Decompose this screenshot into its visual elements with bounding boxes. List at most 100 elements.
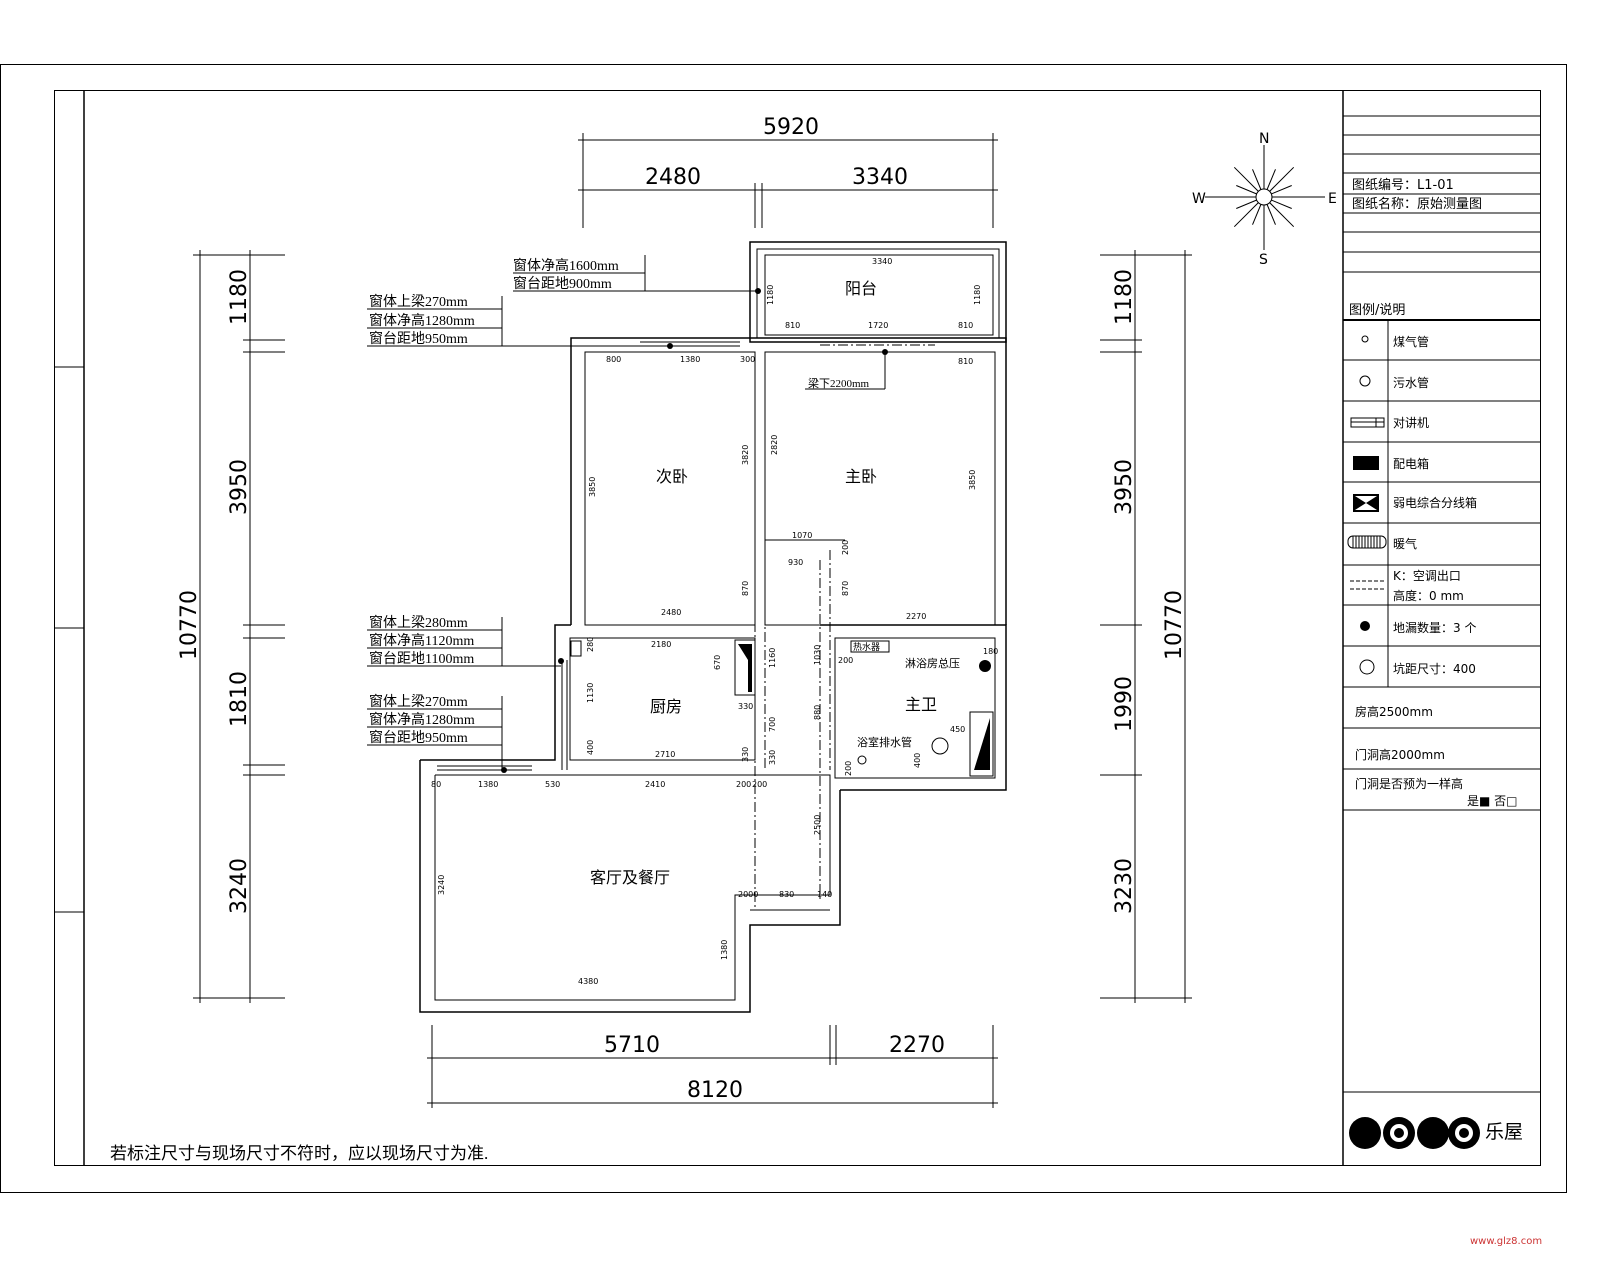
small-dim-label: 3850: [588, 477, 597, 497]
dim-right: 1990: [1112, 676, 1137, 732]
dim-top-total: 5920: [763, 115, 819, 140]
ac-outlet-icon: [1350, 580, 1384, 590]
small-dim-label: 1180: [973, 285, 982, 305]
small-dim-label: 80: [431, 780, 441, 789]
door-question: 门洞是否预为一样高: [1355, 776, 1463, 791]
dim-top-a: 2480: [645, 165, 701, 190]
small-dim-label: 810: [958, 321, 973, 330]
legend-label: 坑距尺寸：400: [1393, 661, 1476, 676]
walls: [419, 241, 1007, 1013]
small-dim-label: 930: [788, 558, 803, 567]
small-dim-label: 1130: [586, 683, 595, 703]
legend-label: 对讲机: [1393, 415, 1429, 430]
legend-label: 配电箱: [1393, 456, 1429, 471]
room-second-bedroom: 次卧: [656, 467, 688, 486]
small-dim-label: 140: [817, 890, 832, 899]
small-dim-label: 3240: [437, 875, 446, 895]
small-dim-label: 450: [950, 725, 965, 734]
bath-note: 热水器: [853, 641, 880, 653]
room-master-bath: 主卫: [905, 695, 937, 714]
window-annotations: 窗体净高1600mm 窗台距地900mm 窗体上梁270mm 窗体净高1280m…: [367, 255, 960, 770]
bath-note: 浴室排水管: [857, 735, 912, 749]
dim-bottom-total: 8120: [687, 1078, 743, 1103]
drawing-number: 图纸编号：L1-01: [1352, 178, 1454, 193]
watermark: www.glz8.com: [1470, 1236, 1542, 1247]
small-dim-label: 1030: [813, 645, 822, 665]
legend-title: 图例/说明: [1349, 303, 1405, 318]
dim-right: 3950: [1112, 459, 1137, 515]
dim-left: 1810: [227, 671, 252, 727]
legend-label: 高度：0 mm: [1393, 588, 1464, 603]
small-dim-label: 2710: [655, 750, 675, 759]
logo-text: 乐屋: [1485, 1121, 1523, 1143]
small-dim-label: 3850: [968, 470, 977, 490]
dim-right: 1180: [1112, 269, 1137, 325]
small-dim-label: 2410: [645, 780, 665, 789]
dim-left: 3240: [227, 858, 252, 914]
outer-frame: [0, 64, 1567, 1193]
small-dim-label: 4380: [578, 977, 598, 986]
dimension-lines: [193, 133, 1192, 1108]
site-note: 若标注尺寸与现场尺寸不符时，应以现场尺寸为准.: [110, 1144, 488, 1163]
dim-left-total: 10770: [177, 590, 202, 660]
room-kitchen: 厨房: [650, 697, 682, 716]
floor-drain-icon: [1360, 621, 1370, 631]
small-dim-label: 400: [913, 753, 922, 768]
logo: 乐屋: [1349, 1117, 1523, 1149]
small-dim-label: 1180: [766, 285, 775, 305]
drawing-name: 图纸名称：原始测量图: [1352, 196, 1482, 212]
legend-label: 污水管: [1393, 375, 1429, 390]
dim-bottom-b: 2270: [889, 1033, 945, 1058]
compass-s: S: [1259, 252, 1268, 268]
room-height: 房高2500mm: [1355, 704, 1433, 719]
window-note: 窗体上梁270mm: [369, 293, 468, 310]
compass-icon: N S E W: [1192, 131, 1337, 268]
compass-n: N: [1259, 131, 1269, 147]
title-block: 图纸编号：L1-01 图纸名称：原始测量图 图例/说明 煤气管 污水管 对讲机 …: [1342, 90, 1540, 1165]
small-dim-label: 2480: [661, 608, 681, 617]
small-dim-label: 1160: [768, 648, 777, 668]
left-strip: [54, 90, 85, 1165]
dim-left: 3950: [227, 459, 252, 515]
window-note: 窗台距地900mm: [513, 275, 612, 292]
distribution-box-icon: [1353, 456, 1379, 470]
toilet-pit-icon: [1359, 659, 1375, 675]
small-dim-label: 2500: [813, 815, 822, 835]
small-dim-label: 400: [586, 740, 595, 755]
small-dim-label: 700: [768, 717, 777, 732]
small-dim-label: 810: [785, 321, 800, 330]
weak-current-box-icon: [1353, 494, 1379, 512]
small-dim-label: 1380: [478, 780, 498, 789]
small-dim-label: 280: [586, 637, 595, 652]
small-dim-label: 200: [844, 761, 853, 776]
small-dim-label: 870: [841, 581, 850, 596]
small-dim-label: 870: [741, 581, 750, 596]
radiator-icon: [1347, 535, 1387, 549]
compass-e: E: [1328, 191, 1337, 207]
dim-right: 3230: [1112, 858, 1137, 914]
small-dim-label: 2270: [906, 612, 926, 621]
dim-right-total: 10770: [1162, 590, 1187, 660]
bath-note: 淋浴房总压: [905, 656, 960, 670]
small-dim-label: 2820: [770, 435, 779, 455]
legend-label: 地漏数量：3 个: [1393, 620, 1476, 635]
room-living-dining: 客厅及餐厅: [590, 868, 670, 887]
window-note: 窗体净高1280mm: [369, 312, 475, 329]
small-dim-label: 1380: [680, 355, 700, 364]
small-dim-label: 1720: [868, 321, 888, 330]
small-dim-label: 800: [606, 355, 621, 364]
window-note: 窗体净高1280mm: [369, 711, 475, 728]
dim-left: 1180: [227, 269, 252, 325]
room-balcony: 阳台: [845, 279, 877, 298]
small-dim-label: 2180: [651, 640, 671, 649]
small-dim-label: 830: [779, 890, 794, 899]
small-dim-label: 200: [736, 780, 751, 789]
compass-w: W: [1192, 191, 1206, 207]
small-dim-label: 810: [958, 357, 973, 366]
small-dim-label: 3820: [741, 445, 750, 465]
small-dim-label: 330: [768, 750, 777, 765]
sewage-pipe-icon: [1359, 375, 1371, 387]
window-note: 窗体上梁280mm: [369, 614, 468, 631]
small-dim-label: 200: [838, 656, 853, 665]
